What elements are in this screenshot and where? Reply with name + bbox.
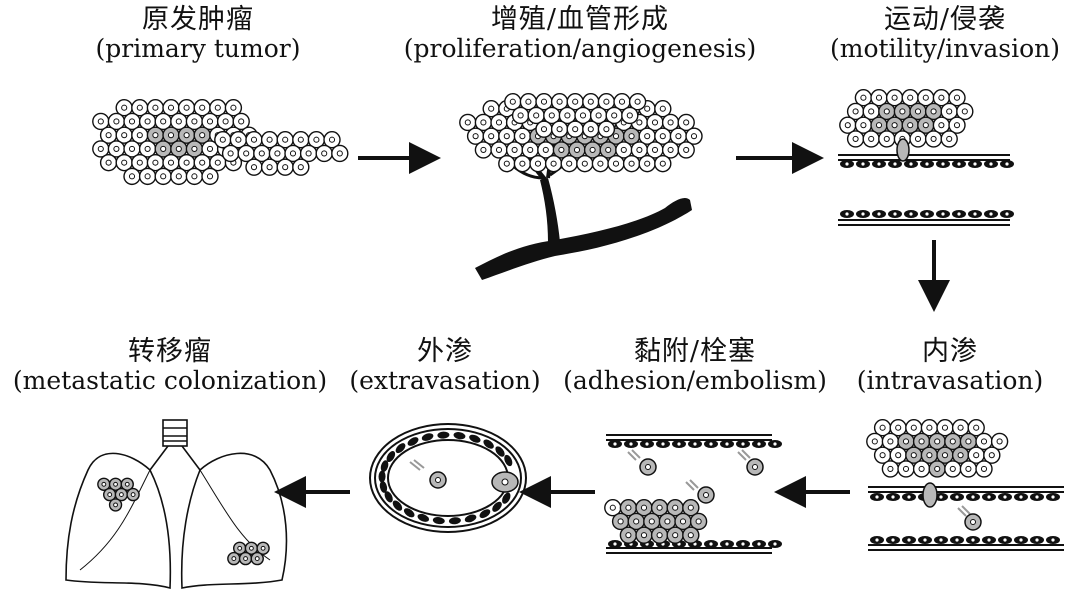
label-zh: 外渗 xyxy=(417,336,473,367)
extravasation-vessel xyxy=(369,423,527,533)
intravasating-tumor-cluster xyxy=(866,419,1009,478)
proliferating-tumor-cluster xyxy=(459,93,703,173)
endothelium-top xyxy=(840,160,1014,168)
label-primary-tumor: 原发肿瘤 (primary tumor) xyxy=(88,4,308,64)
label-metastasis: 转移瘤 (metastatic colonization) xyxy=(0,336,340,396)
tumor-embolus xyxy=(604,499,708,544)
embolism-vessel xyxy=(606,434,782,554)
label-intravasation: 内渗 (intravasation) xyxy=(845,336,1055,396)
label-en: (intravasation) xyxy=(856,366,1044,396)
invasion-vessel xyxy=(838,154,1014,226)
primary-tumor-cluster xyxy=(92,99,349,186)
intravasating-cell xyxy=(922,482,938,508)
invading-cell xyxy=(896,138,910,162)
endothelium-bottom xyxy=(840,210,1014,218)
endothelium-bottom xyxy=(870,536,1060,544)
endothelium-top xyxy=(608,440,782,448)
invading-tumor-cluster xyxy=(839,89,974,148)
lung-metastasis-left xyxy=(97,477,140,512)
label-en: (adhesion/embolism) xyxy=(563,366,827,396)
intravasation-vessel xyxy=(868,486,1064,551)
endothelium-bottom xyxy=(608,540,782,548)
label-en: (extravasation) xyxy=(349,366,541,396)
label-zh: 增殖/血管形成 xyxy=(490,4,670,35)
label-proliferation: 增殖/血管形成 (proliferation/angiogenesis) xyxy=(390,4,770,64)
label-en: (primary tumor) xyxy=(95,34,301,64)
label-zh: 原发肿瘤 xyxy=(142,4,254,35)
endothelium-top xyxy=(870,493,1060,501)
circulating-cell xyxy=(957,505,982,531)
label-motility: 运动/侵袭 (motility/invasion) xyxy=(820,4,1070,64)
label-zh: 内渗 xyxy=(922,336,978,367)
label-zh: 运动/侵袭 xyxy=(883,4,1007,35)
lungs xyxy=(65,419,288,590)
label-en: (metastatic colonization) xyxy=(12,366,328,396)
label-en: (proliferation/angiogenesis) xyxy=(403,34,757,64)
label-zh: 转移瘤 xyxy=(128,336,212,367)
label-extravasation: 外渗 (extravasation) xyxy=(340,336,550,396)
lung-metastasis-right xyxy=(227,541,270,566)
label-en: (motility/invasion) xyxy=(830,34,1060,64)
label-adhesion: 黏附/栓塞 (adhesion/embolism) xyxy=(550,336,840,396)
circulating-cells xyxy=(627,449,764,504)
label-zh: 黏附/栓塞 xyxy=(633,336,757,367)
ring-endothelium xyxy=(378,431,513,525)
